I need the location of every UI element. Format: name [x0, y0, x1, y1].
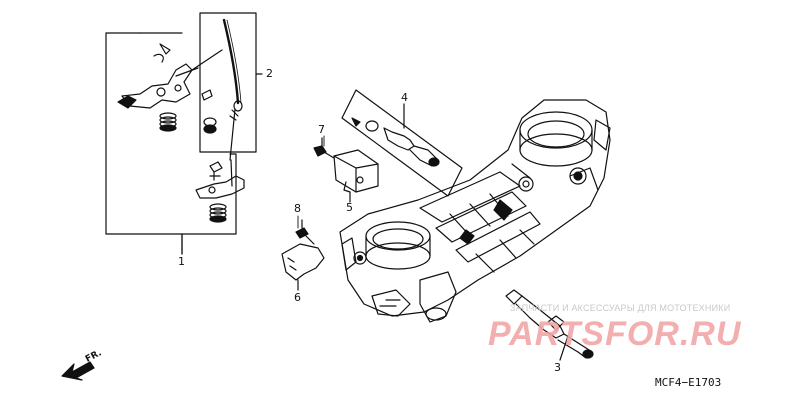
bracket-part-6	[281, 219, 325, 291]
bracket-part-1	[105, 32, 237, 255]
lower-spring	[209, 203, 227, 223]
upper-link-assembly	[117, 43, 223, 109]
throttle-body	[339, 99, 611, 323]
callout-8: 8	[294, 202, 301, 215]
lower-link-assembly	[195, 161, 245, 199]
sensor-part-3	[505, 289, 594, 361]
watermark-text: ЗАПЧАСТИ И АКСЕССУАРЫ ДЛЯ МОТОТЕХНИКИ	[510, 303, 731, 313]
throttle-rod	[222, 18, 243, 187]
small-clips	[201, 89, 239, 134]
callout-4: 4	[401, 91, 408, 104]
callout-3: 3	[554, 361, 561, 374]
sensor-strip-part-4	[341, 89, 463, 197]
throttle-sensor-part-5	[333, 149, 379, 203]
fr-direction-arrow	[61, 361, 95, 381]
callout-2: 2	[266, 67, 273, 80]
callout-7: 7	[318, 123, 325, 136]
bracket-part-2	[199, 12, 263, 153]
callout-1: 1	[178, 255, 185, 268]
leader-lines	[297, 135, 351, 229]
callout-6: 6	[294, 291, 301, 304]
upper-spring	[159, 112, 177, 132]
watermark-logo: PARTSFOR.RU	[488, 315, 742, 353]
callout-5: 5	[346, 201, 353, 214]
diagram-code: MCF4−E1703	[655, 376, 722, 389]
screw-part-7	[313, 137, 335, 159]
